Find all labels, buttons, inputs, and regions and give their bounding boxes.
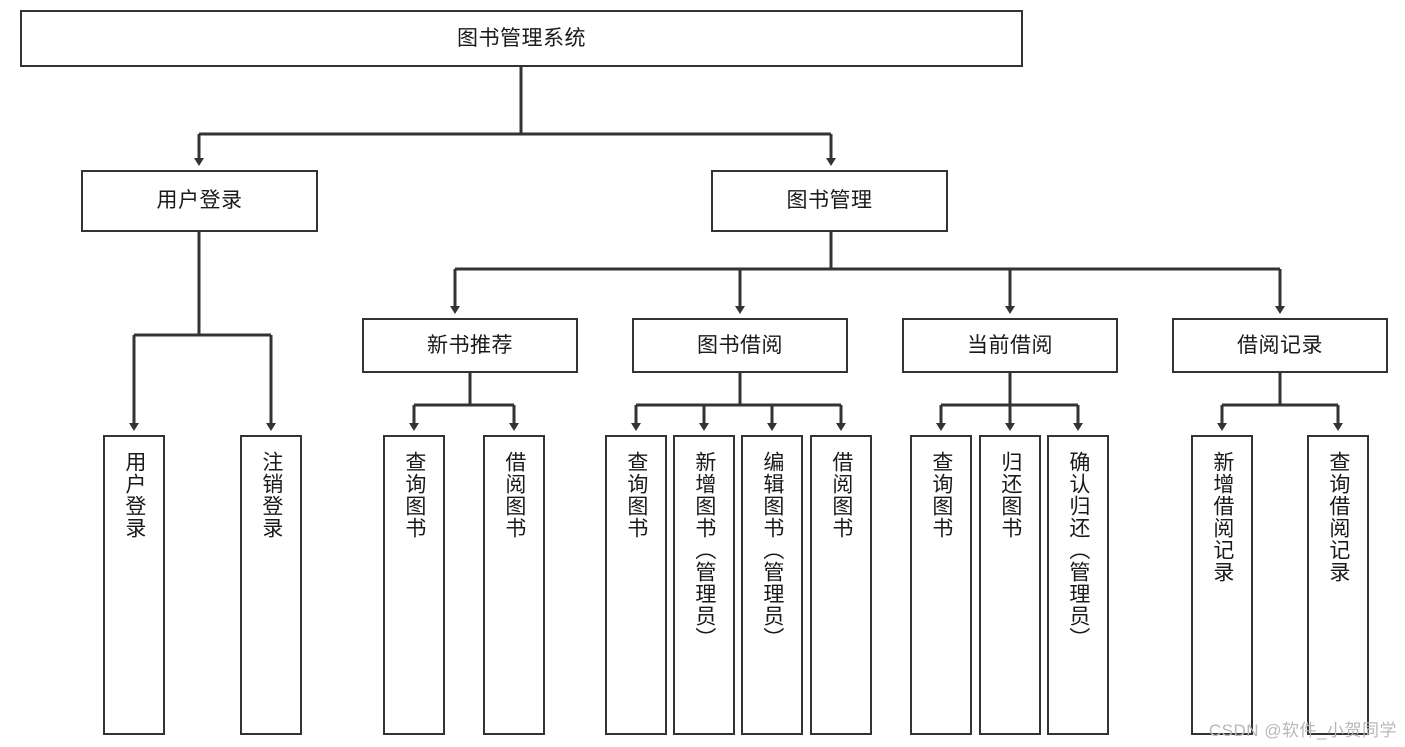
leaf-user-login-login[interactable]: 用户登录: [103, 435, 165, 735]
node-user-login[interactable]: 用户登录: [81, 170, 318, 232]
node-label: 图书管理: [786, 189, 873, 213]
node-label: 查询图书: [624, 451, 648, 539]
node-new-book-recommend[interactable]: 新书推荐: [362, 318, 578, 373]
node-label: 图书管理系统: [457, 26, 586, 50]
leaf-borrow-edit-book-admin[interactable]: 编辑图书（管理员）: [741, 435, 803, 735]
node-root-system[interactable]: 图书管理系统: [20, 10, 1023, 67]
node-borrow-record[interactable]: 借阅记录: [1172, 318, 1388, 373]
leaf-recommend-borrow-book[interactable]: 借阅图书: [483, 435, 545, 735]
leaf-user-login-logout[interactable]: 注销登录: [240, 435, 302, 735]
leaf-record-add-record[interactable]: 新增借阅记录: [1191, 435, 1253, 735]
leaf-current-query-book[interactable]: 查询图书: [910, 435, 972, 735]
leaf-record-query-record[interactable]: 查询借阅记录: [1307, 435, 1369, 735]
node-label: 新书推荐: [427, 333, 513, 357]
node-label: 借阅图书: [829, 451, 853, 539]
node-label: 编辑图书（管理员）: [760, 451, 784, 649]
node-label: 借阅图书: [502, 451, 526, 539]
node-label: 确认归还（管理员）: [1066, 451, 1090, 649]
node-label: 注销登录: [259, 451, 283, 539]
leaf-recommend-query-book[interactable]: 查询图书: [383, 435, 445, 735]
node-label: 用户登录: [122, 451, 146, 539]
node-label: 借阅记录: [1237, 333, 1323, 357]
node-label: 归还图书: [998, 451, 1022, 539]
node-book-borrow[interactable]: 图书借阅: [632, 318, 848, 373]
node-label: 用户登录: [156, 189, 243, 213]
node-label: 当前借阅: [967, 333, 1053, 357]
leaf-borrow-add-book-admin[interactable]: 新增图书（管理员）: [673, 435, 735, 735]
watermark-text: CSDN @软件_小贺同学: [1208, 721, 1397, 740]
leaf-borrow-query-book[interactable]: 查询图书: [605, 435, 667, 735]
node-label: 新增图书（管理员）: [692, 451, 716, 649]
node-label: 查询图书: [402, 451, 426, 539]
leaf-borrow-borrow-book[interactable]: 借阅图书: [810, 435, 872, 735]
leaf-current-confirm-return-admin[interactable]: 确认归还（管理员）: [1047, 435, 1109, 735]
node-label: 查询图书: [929, 451, 953, 539]
node-book-management[interactable]: 图书管理: [711, 170, 948, 232]
node-label: 查询借阅记录: [1326, 451, 1350, 583]
node-label: 图书借阅: [697, 333, 783, 357]
node-label: 新增借阅记录: [1210, 451, 1234, 583]
node-current-borrow[interactable]: 当前借阅: [902, 318, 1118, 373]
leaf-current-return-book[interactable]: 归还图书: [979, 435, 1041, 735]
